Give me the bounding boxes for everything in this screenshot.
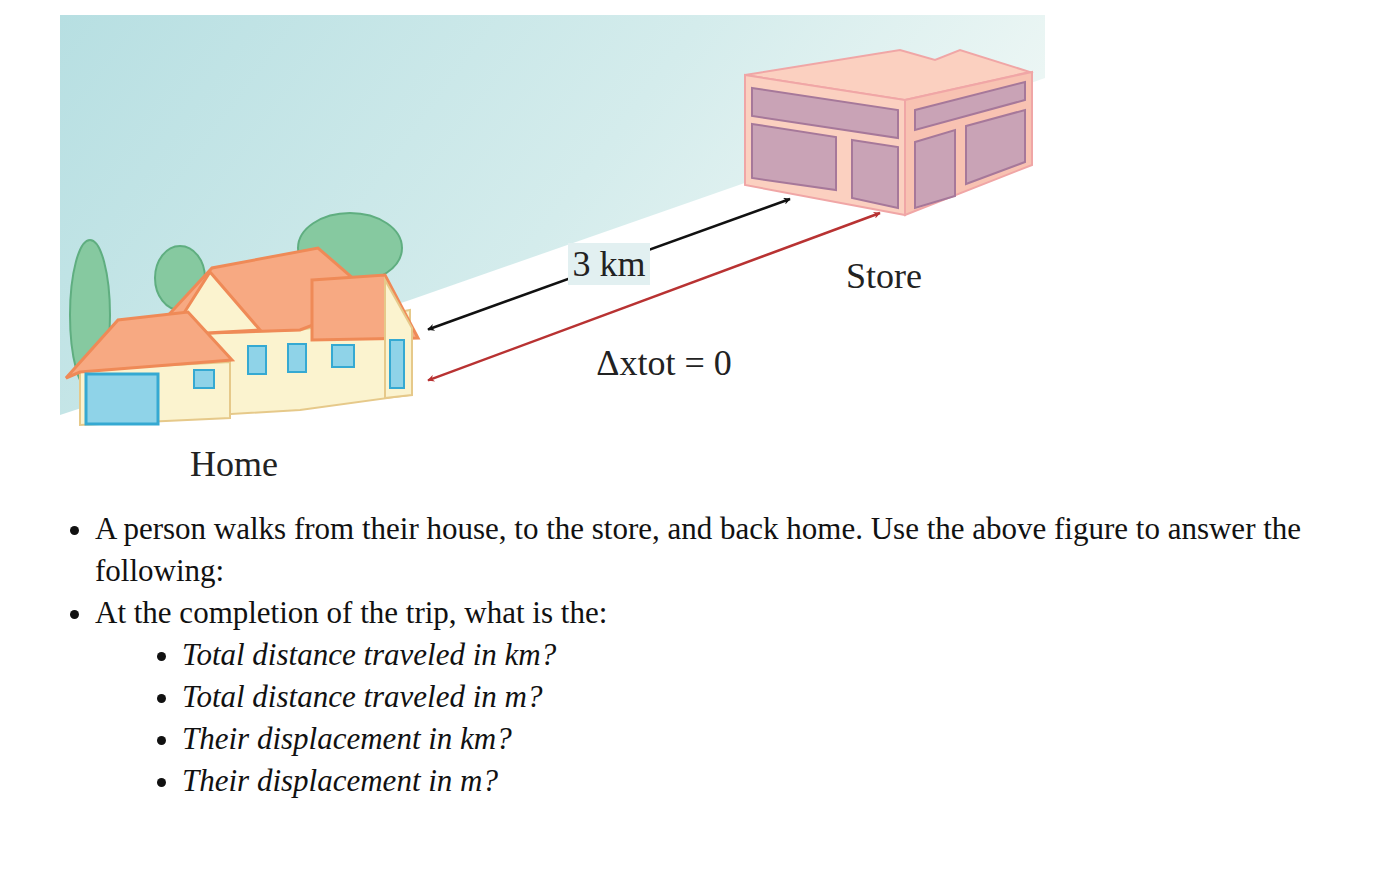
question-text: Total distance traveled in m? (182, 679, 543, 714)
sub-bullet-item: Their displacement in m? (182, 760, 1282, 802)
question-text: Total distance traveled in km? (182, 637, 556, 672)
store-window (752, 124, 836, 190)
displacement-label: Δxtot = 0 (592, 342, 735, 384)
place-label: Store (846, 255, 922, 297)
store-window (915, 130, 955, 208)
sub-bullet-item: Total distance traveled in km? (182, 634, 1282, 676)
garage-door (86, 374, 158, 424)
bullet-item: A person walks from their house, to the … (95, 508, 1365, 592)
question-text: A person walks from their house, to the … (95, 511, 1301, 588)
store-door (852, 140, 898, 208)
sub-bullet-item: Their displacement in km? (182, 718, 1282, 760)
store-side (905, 72, 1032, 215)
store-window (966, 110, 1025, 184)
sky-ground (60, 15, 1045, 415)
window (288, 344, 306, 372)
place-label: Home (190, 443, 278, 485)
garage-roof (66, 312, 232, 378)
home-building: Home (62, 215, 424, 427)
sub-bullet-item: Total distance traveled in m? (182, 676, 1282, 718)
distance-arrow (428, 199, 790, 329)
question-list: A person walks from their house, to the … (0, 508, 1398, 802)
distance-label: 3 km (568, 243, 649, 285)
window (332, 345, 354, 367)
store-front (745, 75, 905, 215)
bullet-list: A person walks from their house, to the … (0, 508, 1398, 802)
store (745, 50, 1032, 215)
bullet-item: At the completion of the trip, what is t… (95, 592, 1365, 802)
sub-bullet-list: Total distance traveled in km? Total dist… (95, 634, 1365, 802)
question-text: At the completion of the trip, what is t… (95, 595, 607, 630)
window (248, 346, 266, 374)
house-dormer-wall (385, 280, 412, 398)
store-building: Store (742, 45, 1035, 217)
question-text: Their displacement in km? (182, 721, 512, 756)
door (390, 340, 404, 388)
question-text: Their displacement in m? (182, 763, 498, 798)
window (194, 370, 214, 388)
house (66, 248, 418, 425)
